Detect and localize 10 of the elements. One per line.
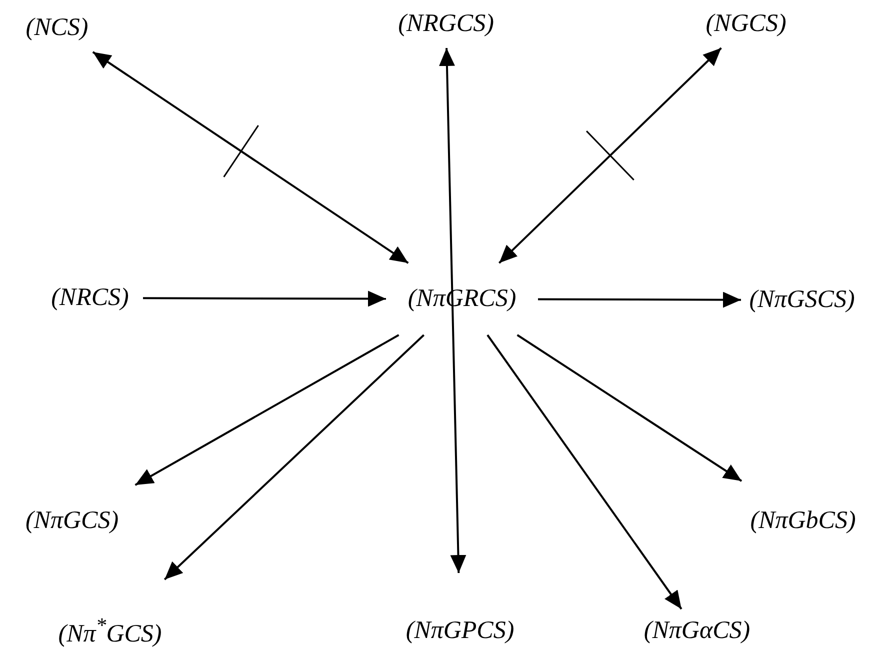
node-label: (NGCS) [706, 10, 786, 37]
node-label: (NCS) [26, 14, 88, 41]
node-label: (NπGαCS) [644, 617, 750, 644]
node-label: (NRGCS) [398, 10, 494, 37]
node-label: (NπGbCS) [750, 507, 856, 534]
node-label: (NπGSCS) [749, 286, 855, 313]
node-label: (NπGPCS) [406, 617, 514, 644]
node-label: (NRCS) [51, 284, 129, 311]
node-label: (NπGCS) [25, 507, 119, 534]
node-label: (Nπ$^{*}$GCS) [58, 620, 162, 648]
